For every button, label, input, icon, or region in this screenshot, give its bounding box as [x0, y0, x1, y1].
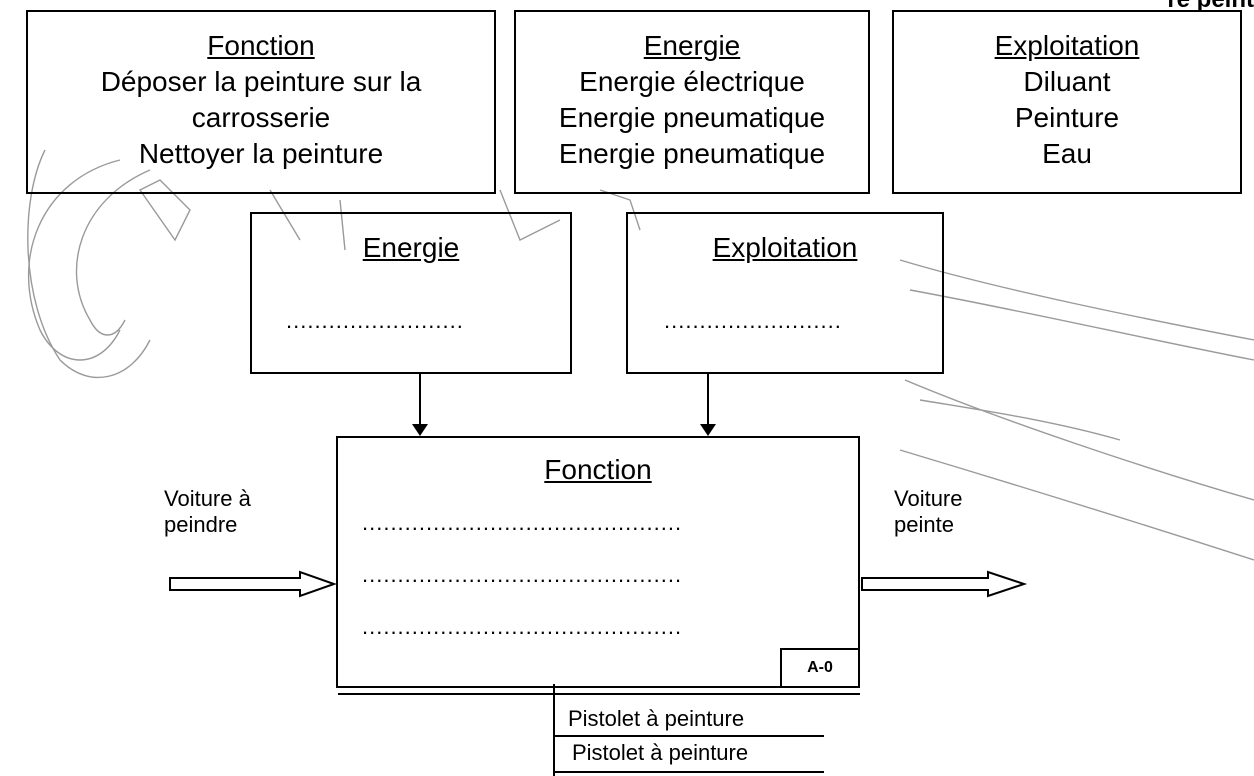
function-blank-line[interactable]: ........................................…	[362, 614, 683, 639]
energie-input-title: Energie	[362, 232, 460, 263]
reference-exploitation-title: Exploitation	[994, 30, 1140, 61]
reference-energie-box: Energie Energie électrique Energie pneum…	[514, 10, 870, 194]
reference-fonction-box: Fonction Déposer la peinture sur la carr…	[26, 10, 496, 194]
input-arrow	[169, 570, 338, 598]
energie-arrow-head	[412, 424, 428, 436]
a0-tag: A-0	[780, 648, 860, 688]
reference-exploitation-line: Diluant	[1023, 66, 1111, 97]
reference-fonction-line: carrosserie	[191, 102, 331, 133]
output-arrow	[861, 570, 1028, 598]
corner-text: re peint	[1167, 0, 1254, 14]
exploitation-input-box: Exploitation .........................	[626, 212, 944, 374]
reference-fonction-line: Nettoyer la peinture	[138, 138, 384, 169]
output-label: Voiture peinte	[894, 486, 963, 537]
energie-blank-line[interactable]: .........................	[286, 308, 464, 333]
exploitation-arrow-head	[700, 424, 716, 436]
function-blank-line[interactable]: ........................................…	[362, 510, 683, 535]
reference-energie-line: Energie pneumatique	[558, 102, 826, 133]
reference-fonction-line: Déposer la peinture sur la	[100, 66, 422, 97]
reference-fonction-title: Fonction	[207, 30, 315, 61]
reference-energie-title: Energie	[643, 30, 741, 61]
reference-energie-line: Energie pneumatique	[558, 138, 826, 169]
function-blank-line[interactable]: ........................................…	[362, 562, 683, 587]
reference-energie-line: Energie électrique	[579, 66, 805, 97]
input-label: Voiture à peindre	[164, 486, 251, 537]
main-function-title: Fonction	[544, 454, 652, 485]
energie-input-box: Energie .........................	[250, 212, 572, 374]
support-label: Pistolet à peinture	[568, 706, 745, 731]
exploitation-input-title: Exploitation	[712, 232, 858, 263]
reference-exploitation-box: Exploitation Diluant Peinture Eau	[892, 10, 1242, 194]
exploitation-blank-line[interactable]: .........................	[664, 308, 842, 333]
reference-exploitation-line: Eau	[1042, 138, 1092, 169]
reference-exploitation-line: Peinture	[1014, 102, 1120, 133]
support-label: Pistolet à peinture	[572, 740, 749, 765]
main-function-box: Fonction ...............................…	[336, 436, 860, 688]
a0-tag-label: A-0	[807, 659, 833, 676]
